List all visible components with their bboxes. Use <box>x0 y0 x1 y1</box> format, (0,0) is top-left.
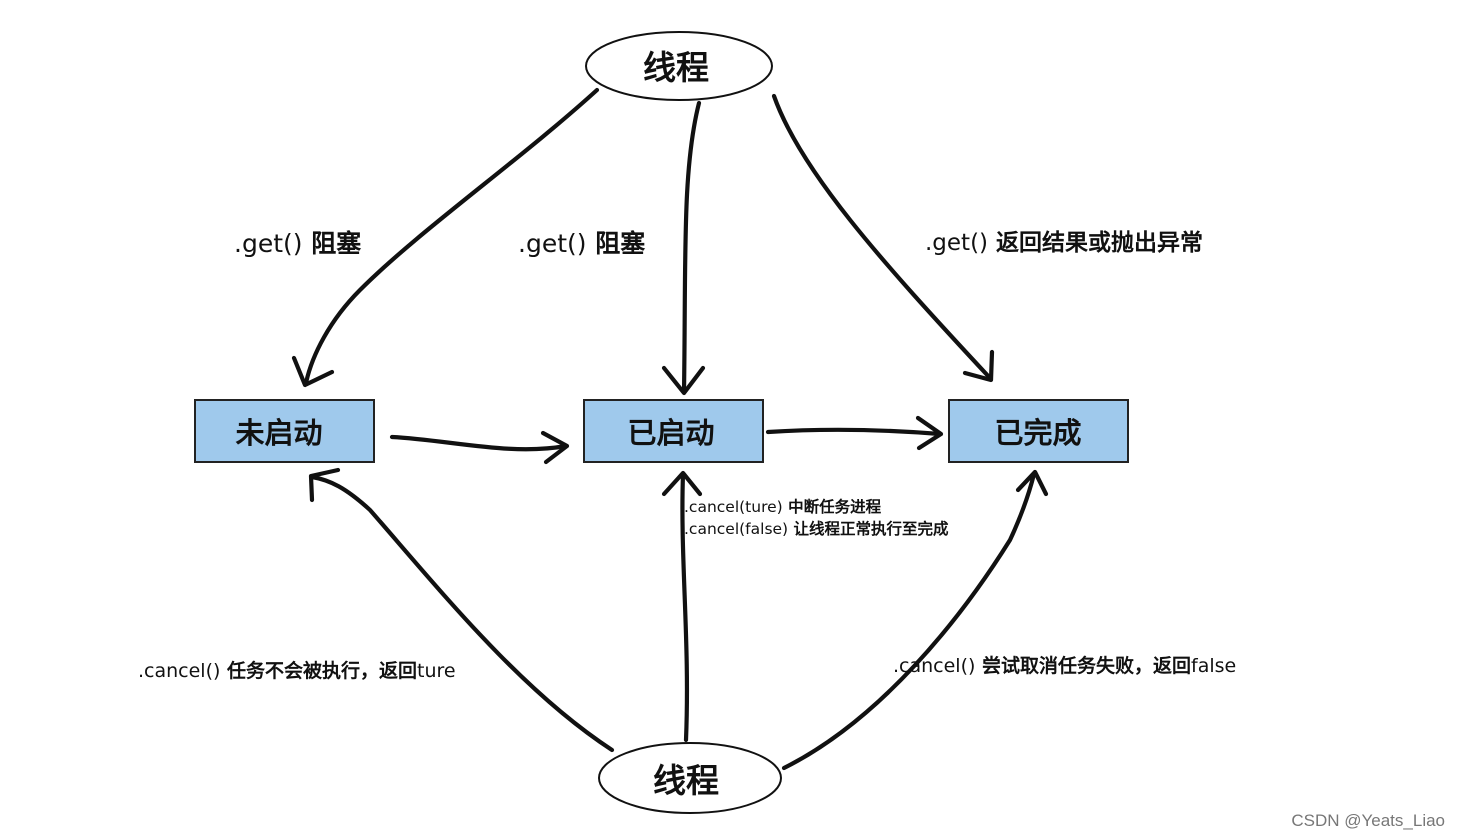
edge-get-to-not-started <box>303 87 600 386</box>
node-not-started: 未启动 <box>194 399 375 463</box>
edge-cancel-to-started <box>680 471 690 743</box>
node-not-started-label: 未启动 <box>235 416 322 450</box>
arrowhead-completed-bottom <box>1015 469 1049 497</box>
edge-get-to-started <box>681 100 702 395</box>
arrowhead-not-started-bottom <box>308 467 341 503</box>
label-cancel-not-started: .cancel() 任务不会被执行，返回ture <box>138 659 456 682</box>
arrowhead-started-bottom <box>661 470 703 497</box>
edge-not-started-to-started <box>389 434 569 452</box>
node-started: 已启动 <box>583 399 764 463</box>
node-thread-bottom: 线程 <box>598 742 782 814</box>
edge-get-to-completed <box>771 93 993 381</box>
label-cancel-completed: .cancel() 尝试取消任务失败，返回false <box>893 654 1236 677</box>
node-thread-top-label: 线程 <box>643 48 709 87</box>
label-cancel-started-false: .cancel(false) 让线程正常执行至完成 <box>684 519 949 538</box>
node-completed-label: 已完成 <box>994 416 1081 450</box>
node-thread-bottom-label: 线程 <box>653 761 719 800</box>
edge-cancel-to-completed <box>781 471 1037 771</box>
label-get-completed: .get() 返回结果或抛出异常 <box>925 230 1203 256</box>
node-started-label: 已启动 <box>627 416 714 450</box>
node-thread-top: 线程 <box>585 31 773 101</box>
node-completed: 已完成 <box>948 399 1129 463</box>
arrowhead-started-left <box>540 430 570 465</box>
label-cancel-started-true: .cancel(ture) 中断任务进程 <box>684 497 882 516</box>
watermark-text: CSDN @Yeats_Liao <box>1291 811 1445 830</box>
arrowhead-started-top <box>661 365 706 396</box>
edge-started-to-completed <box>765 427 943 437</box>
arrowhead-not-started-top <box>291 355 335 388</box>
label-get-started: .get() 阻塞 <box>518 229 645 258</box>
label-get-not-started: .get() 阻塞 <box>234 229 361 258</box>
arrowhead-completed-left <box>915 415 944 451</box>
arrowhead-completed-top <box>962 349 995 383</box>
edge-cancel-to-not-started <box>309 474 615 753</box>
